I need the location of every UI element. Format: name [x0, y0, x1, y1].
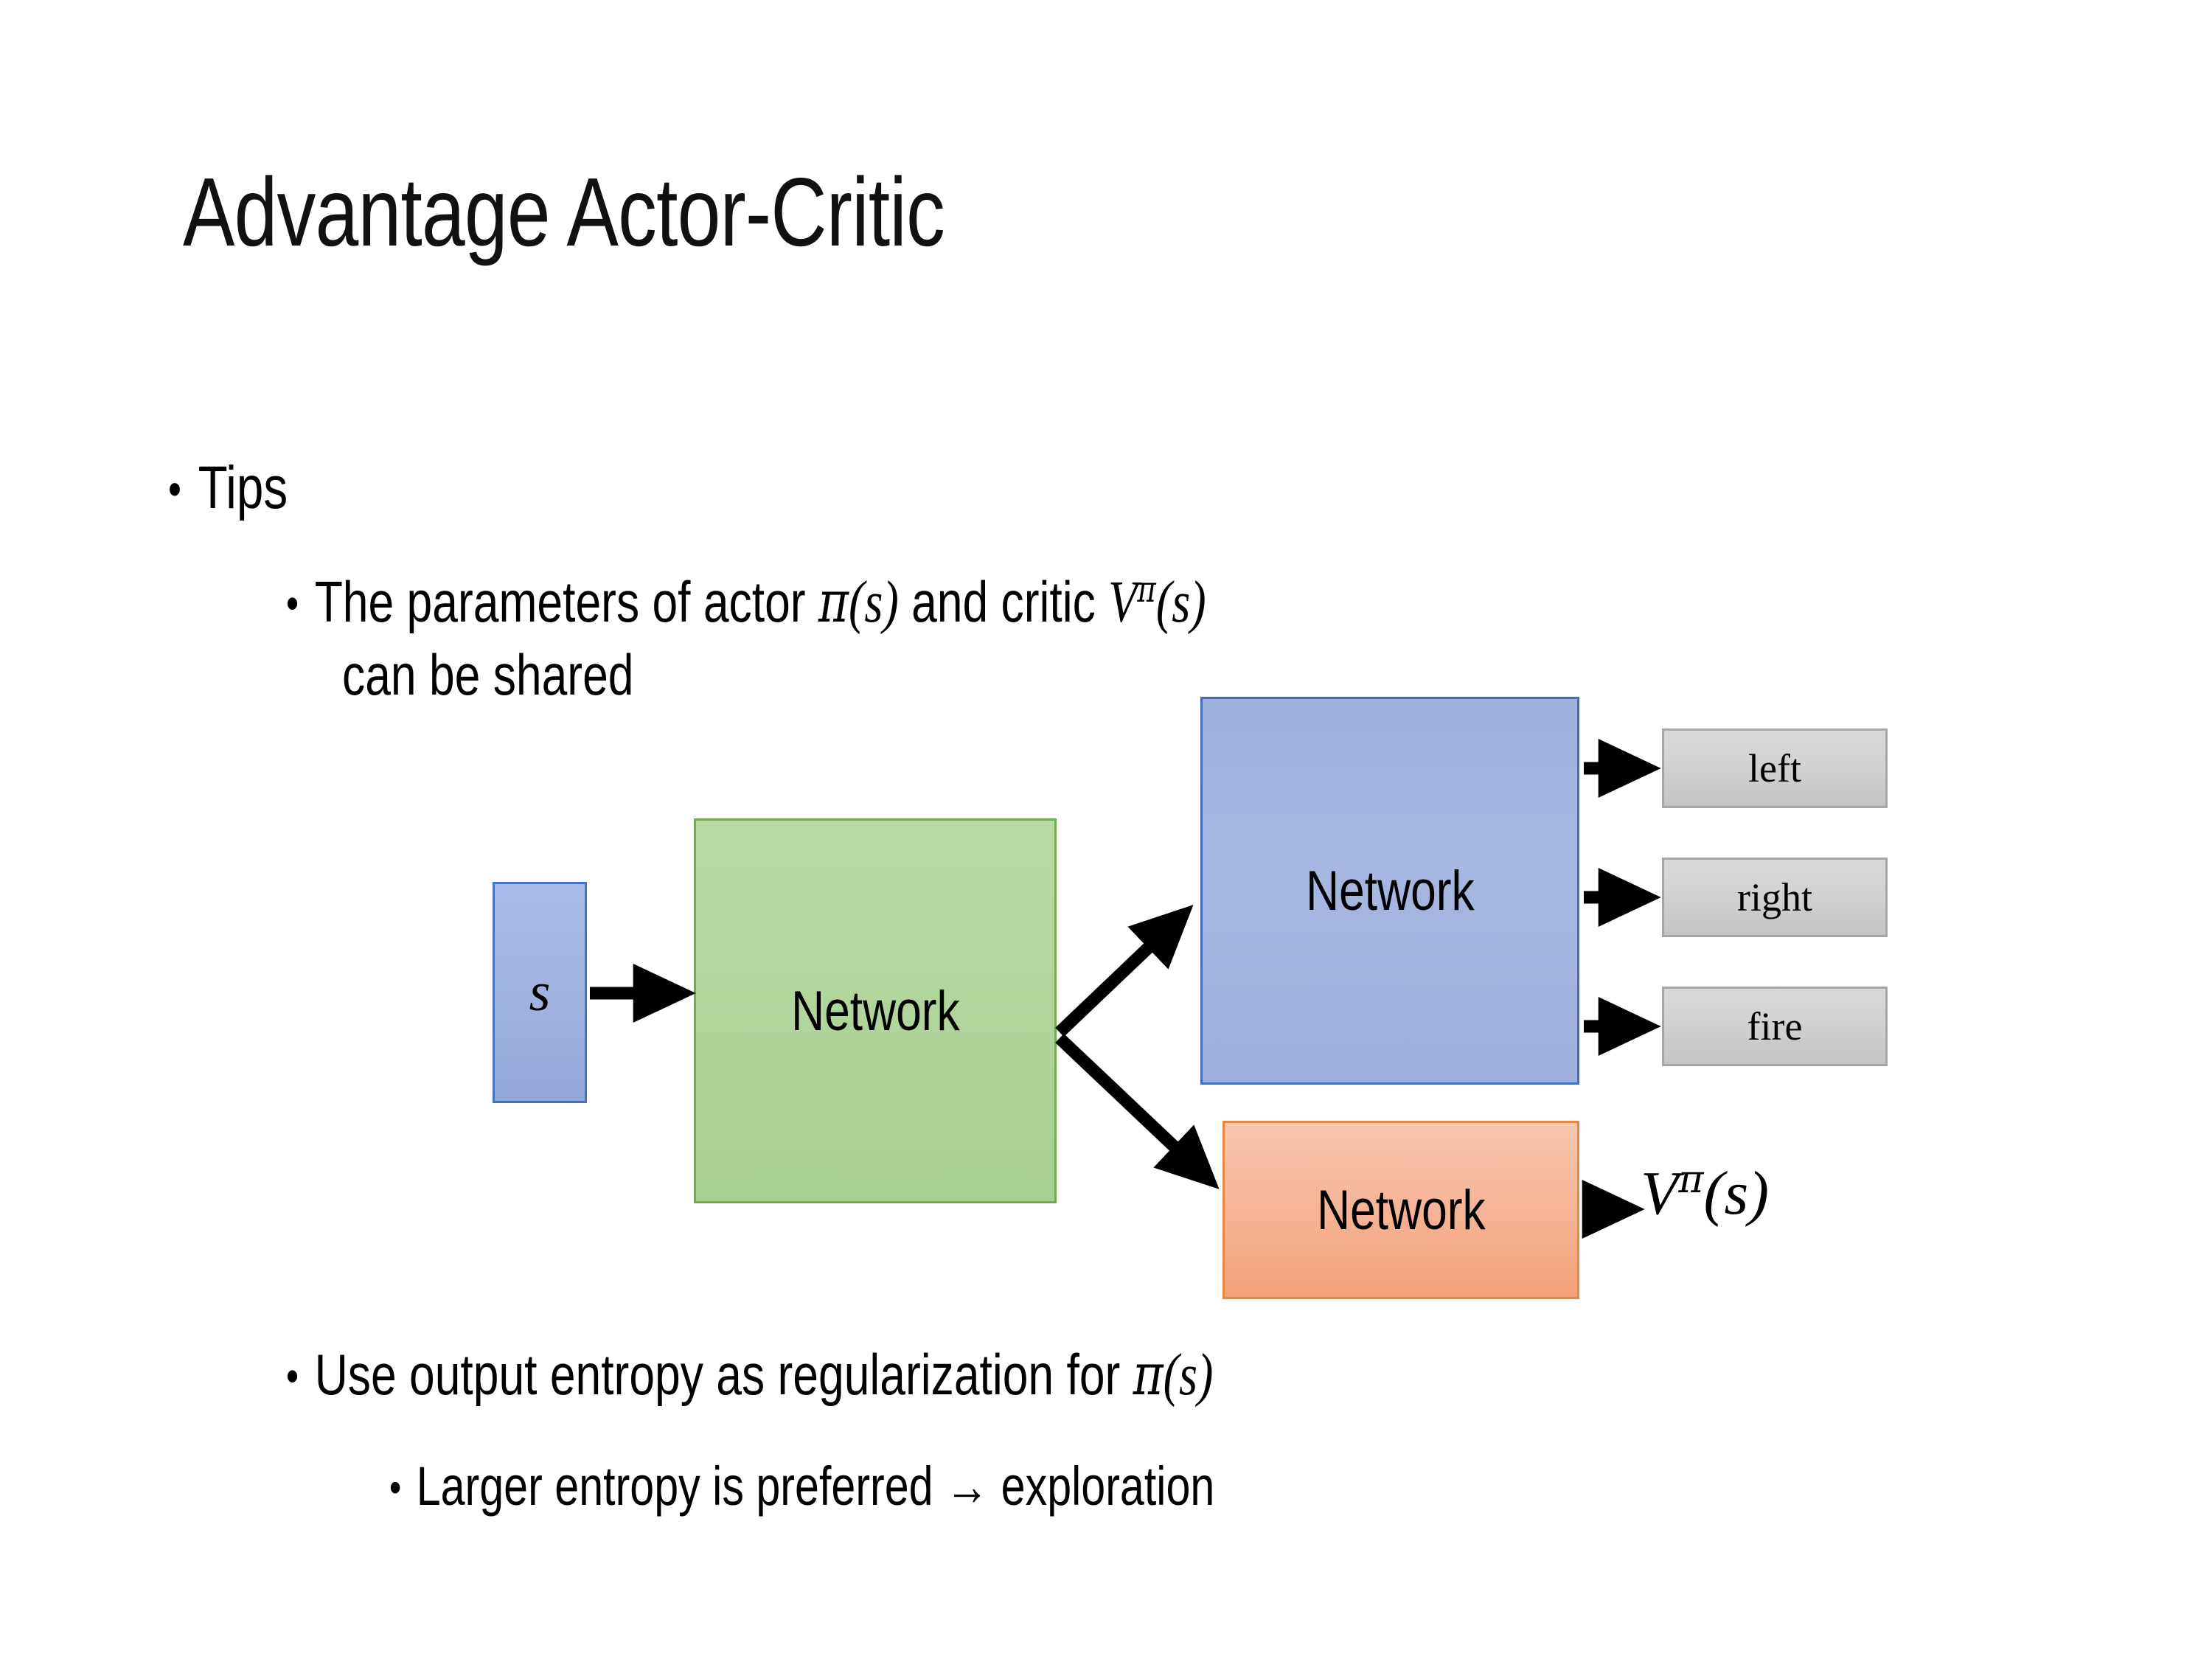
value-argument: (s): [1155, 569, 1206, 635]
critic-output-argument: (s): [1703, 1159, 1770, 1228]
bullet-entropy-regularization: Use output entropy as regularization for…: [286, 1342, 1214, 1408]
actor-network-label: Network: [1305, 859, 1475, 922]
action-label-fire: fire: [1747, 1004, 1803, 1048]
entropy-pi-symbol: π: [1133, 1342, 1164, 1408]
page-title: Advantage Actor-Critic: [183, 158, 945, 266]
exploration-label: Larger entropy is preferred → exploratio…: [416, 1455, 1215, 1517]
shared-line2-label: can be shared: [342, 642, 634, 707]
bullet-tips-label: Tips: [198, 454, 288, 521]
action-label-right: right: [1737, 875, 1812, 919]
action-box-left: left: [1662, 728, 1888, 808]
bullet-marker: [286, 1343, 315, 1407]
bullet-shared-params-line2: can be shared: [342, 642, 634, 707]
action-box-right: right: [1662, 858, 1888, 937]
bullet-shared-params-line1: The parameters of actor π(s) and critic …: [286, 569, 1206, 636]
shared-text-a: The parameters of actor: [314, 569, 818, 634]
arrow-shared-to-actor: [1055, 905, 1194, 1037]
entropy-pi-argument: (s): [1163, 1342, 1214, 1408]
shared-network-box: Network: [694, 818, 1057, 1203]
value-symbol: V: [1108, 569, 1138, 635]
arrow-shared-to-critic: [1055, 1033, 1220, 1189]
shared-network-label: Network: [790, 979, 960, 1043]
shared-text-b: and critic: [898, 569, 1109, 634]
critic-output-expression: Vπ(s): [1641, 1158, 1769, 1229]
value-superscript-pi: π: [1137, 568, 1156, 611]
bullet-tips: Tips: [168, 454, 288, 522]
bullet-marker: [286, 570, 315, 634]
state-input-box: s: [493, 882, 587, 1103]
bullet-exploration: Larger entropy is preferred → exploratio…: [389, 1455, 1215, 1517]
critic-output-V: V: [1641, 1159, 1679, 1228]
critic-output-superscript-pi: π: [1678, 1158, 1704, 1202]
entropy-text: Use output entropy as regularization for: [314, 1342, 1133, 1407]
state-label: s: [529, 961, 551, 1023]
actor-network-box: Network: [1200, 697, 1579, 1085]
critic-network-label: Network: [1316, 1178, 1486, 1242]
pi-symbol: π: [818, 569, 849, 636]
bullet-marker: [168, 454, 198, 522]
bullet-marker: [389, 1456, 417, 1517]
action-box-fire: fire: [1662, 987, 1888, 1066]
action-label-left: left: [1748, 746, 1801, 790]
pi-argument: (s): [848, 569, 899, 635]
critic-network-box: Network: [1222, 1121, 1579, 1299]
